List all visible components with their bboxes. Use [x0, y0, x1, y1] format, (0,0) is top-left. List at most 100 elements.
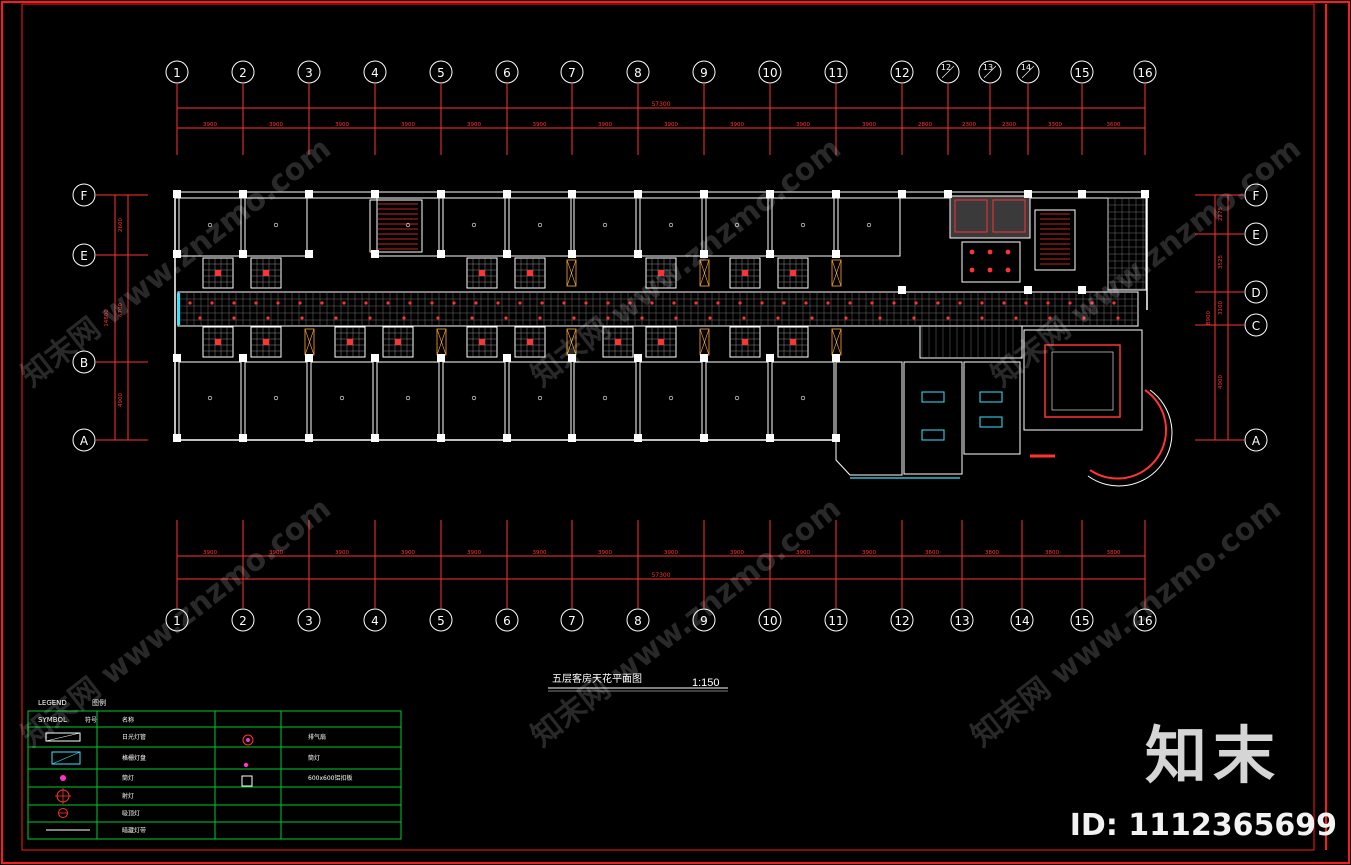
- downlight-icon: [878, 316, 882, 320]
- ceiling-light-icon: [800, 222, 806, 228]
- axis-bubble: [165, 608, 189, 632]
- column: [305, 434, 313, 442]
- column: [239, 434, 247, 442]
- row-label: B: [80, 356, 88, 370]
- grille-light-icon: [51, 751, 81, 765]
- column: [503, 434, 511, 442]
- spot-light-icon: [987, 249, 993, 255]
- column: [173, 250, 181, 258]
- downlight-icon: [1116, 316, 1120, 320]
- floor-plan: [173, 190, 1173, 487]
- ceiling-light-icon: [668, 395, 674, 401]
- exhaust-fan-icon: [215, 339, 221, 345]
- dim-vertical: 2275: [1218, 207, 1224, 221]
- guest-room-north: [705, 197, 769, 257]
- exhaust-fan-icon: [790, 339, 796, 345]
- downlight-icon: [980, 316, 984, 320]
- downlight-icon: [912, 316, 916, 320]
- ceiling-light-icon: [339, 395, 345, 401]
- axis-slash: [941, 65, 955, 79]
- column: [173, 190, 181, 198]
- exhaust-fan-icon: [658, 270, 664, 276]
- exhaust-fan-icon: [742, 339, 748, 345]
- grille-light-icon: [921, 391, 945, 403]
- axis-label: 16: [1137, 66, 1152, 80]
- column: [503, 354, 511, 362]
- bathroom-north: [729, 257, 761, 289]
- column: [239, 354, 247, 362]
- axis-bubble: [1133, 608, 1157, 632]
- dim-vertical: 6700: [118, 303, 124, 317]
- dim-vertical: 8900: [1206, 311, 1212, 325]
- dim-span: 3900: [203, 550, 217, 556]
- wardrobe-x: [831, 259, 842, 287]
- vip-room: [1023, 329, 1143, 431]
- wardrobe-x: [566, 328, 577, 356]
- downlight-icon: [298, 301, 302, 305]
- axis-label: 16: [1137, 614, 1152, 628]
- downlight-icon: [776, 316, 780, 320]
- column: [766, 190, 774, 198]
- ceiling-light-icon: [537, 222, 543, 228]
- dim-total: 57300: [651, 572, 670, 579]
- office-room: [835, 361, 903, 476]
- dim-vertical: 2600: [118, 218, 124, 232]
- downlight-icon: [1068, 301, 1072, 305]
- axis-slash: [1021, 65, 1035, 79]
- axis-label: 15: [1074, 66, 1089, 80]
- downlight-icon: [474, 301, 478, 305]
- bathroom-north: [466, 257, 498, 289]
- dim-span: 3900: [664, 122, 678, 128]
- guest-room-south: [178, 361, 242, 441]
- dim-total: 57300: [651, 101, 670, 108]
- column: [634, 354, 642, 362]
- row-bubble: [1244, 222, 1268, 246]
- column: [371, 434, 379, 442]
- downlight-icon: [266, 316, 270, 320]
- downlight-icon: [742, 316, 746, 320]
- axis-label: 4: [371, 66, 379, 80]
- downlight-icon: [232, 316, 236, 320]
- column: [503, 190, 511, 198]
- column: [1078, 190, 1086, 198]
- fluorescent-tube-icon: [45, 732, 81, 742]
- exhaust-fan-icon: [479, 339, 485, 345]
- downlight-icon: [408, 301, 412, 305]
- ceiling-light-icon: [866, 222, 872, 228]
- axis-label: 15: [1074, 614, 1089, 628]
- downlight-icon: [628, 301, 632, 305]
- legend-item-name: 排气扇: [308, 733, 326, 741]
- dim-span: 2800: [918, 122, 932, 128]
- downlight-icon: [584, 301, 588, 305]
- axis-bubble: [758, 608, 782, 632]
- exhaust-fan-icon: [479, 270, 485, 276]
- dim-span: 3800: [1045, 550, 1059, 556]
- ceiling-light-icon: [207, 395, 213, 401]
- column: [239, 250, 247, 258]
- row-bubble: [72, 183, 96, 207]
- inner-frame: [21, 3, 1315, 851]
- row-bubble: [72, 428, 96, 452]
- axis-label: 4: [371, 614, 379, 628]
- column: [305, 250, 313, 258]
- downlight-icon: [364, 301, 368, 305]
- axis-bubble: [626, 608, 650, 632]
- column: [437, 354, 445, 362]
- dim-span: 3900: [269, 122, 283, 128]
- axis-bubble: [495, 608, 519, 632]
- row-bubble: [1244, 280, 1268, 304]
- bathroom-north: [202, 257, 234, 289]
- wardrobe: [831, 259, 842, 287]
- axis-label: 5: [437, 66, 445, 80]
- column: [634, 250, 642, 258]
- axis-label: 8: [634, 66, 642, 80]
- axis-label: 12: [894, 66, 909, 80]
- downlight-icon: [452, 301, 456, 305]
- column: [568, 354, 576, 362]
- grille-light-icon: [51, 751, 81, 765]
- row-label: A: [1252, 434, 1261, 448]
- axis-bubble: [297, 608, 321, 632]
- dim-span: 3900: [664, 550, 678, 556]
- grille-light-icon: [979, 416, 1003, 428]
- grille-light-icon: [979, 391, 1003, 403]
